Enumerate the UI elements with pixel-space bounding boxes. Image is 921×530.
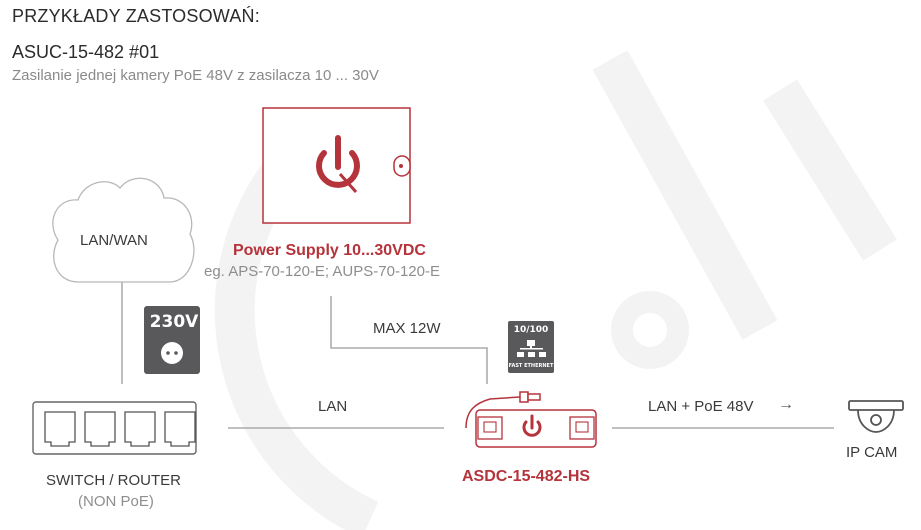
ethernet-speed-label: 10/100 xyxy=(513,325,549,335)
poe-arrow-icon: → xyxy=(778,396,794,413)
model-description: Zasilanie jednej kamery PoE 48V z zasila… xyxy=(12,67,379,84)
power-supply-title: Power Supply 10...30VDC xyxy=(233,242,426,259)
switch-router-device xyxy=(32,401,197,455)
switch-sublabel: (NON PoE) xyxy=(78,493,154,510)
cloud-label: LAN/WAN xyxy=(80,232,148,249)
lan-link-label: LAN xyxy=(318,398,348,415)
ethernet-type-label: FAST ETHERNET xyxy=(508,363,554,369)
model-title: ASUC-15-482 #01 xyxy=(12,42,160,62)
power-logo-icon xyxy=(316,135,360,193)
converter-logo-icon xyxy=(522,414,542,437)
camera-label: IP CAM xyxy=(846,444,898,461)
converter-label: ASDC-15-482-HS xyxy=(462,468,591,485)
power-supply-examples: eg. APS-70-120-E; AUPS-70-120-E xyxy=(204,263,440,280)
mains-badge-label: 230V xyxy=(149,312,199,332)
switch-label: SWITCH / ROUTER xyxy=(46,472,181,489)
power-line xyxy=(330,296,488,384)
poe-link-label: LAN + PoE 48V xyxy=(648,398,754,415)
section-heading: PRZYKŁADY ZASTOSOWAŃ: xyxy=(12,6,260,26)
converter-device xyxy=(465,391,597,448)
network-icon xyxy=(517,340,546,357)
switch-port-3 xyxy=(124,411,156,447)
fast-ethernet-badge xyxy=(508,321,554,373)
switch-port-1 xyxy=(44,411,76,447)
switch-port-4 xyxy=(164,411,196,447)
power-supply-unit xyxy=(262,107,411,224)
cloud-icon xyxy=(52,177,195,283)
power-link-label: MAX 12W xyxy=(373,320,441,337)
mains-230v-badge xyxy=(144,306,200,374)
ip-camera-icon xyxy=(848,400,904,433)
switch-port-2 xyxy=(84,411,116,447)
